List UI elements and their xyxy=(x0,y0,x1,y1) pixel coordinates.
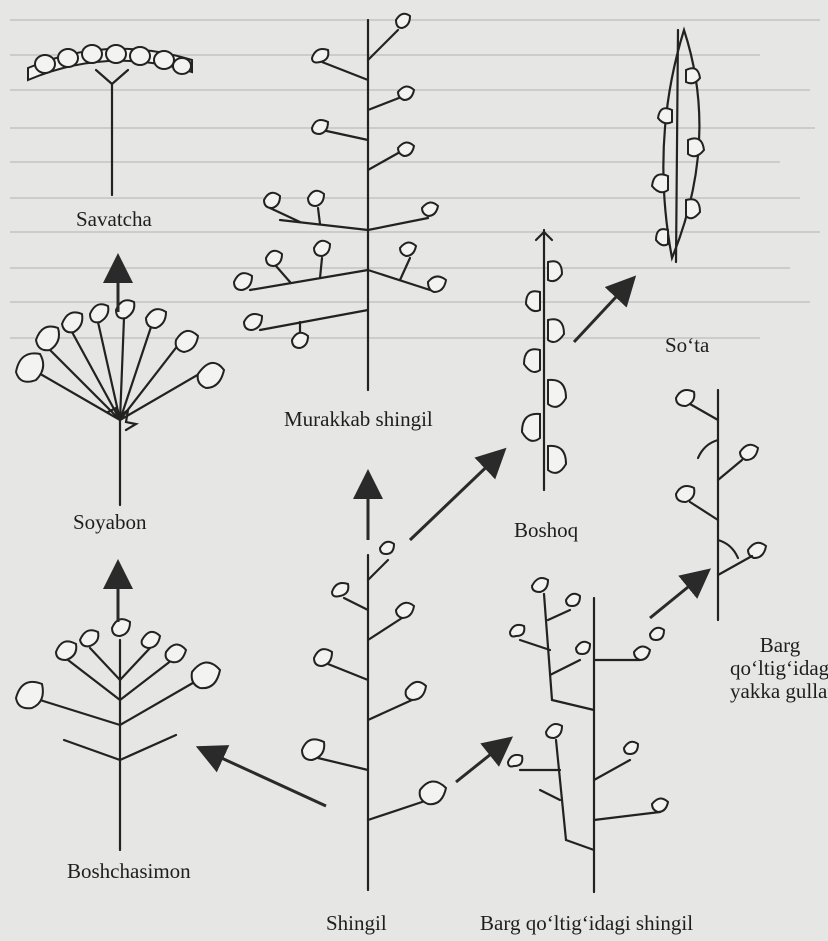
label-barg-yakka-gullar: Barg qo‘ltig‘idagi yakka gullar xyxy=(730,634,828,703)
murakkab-shingil-drawing xyxy=(234,14,446,390)
arrow-shingil-to-boshoq xyxy=(410,454,500,540)
arrow-barg-shingil-to-yakka xyxy=(650,574,704,618)
arrow-shingil-to-barg-shingil xyxy=(456,742,506,782)
boshoq-drawing xyxy=(522,230,566,490)
background-bleed-through xyxy=(10,20,820,338)
savatcha-drawing xyxy=(28,45,192,195)
label-savatcha: Savatcha xyxy=(76,208,152,231)
label-soyabon: Soyabon xyxy=(73,511,147,534)
boshchasimon-drawing xyxy=(16,619,220,850)
connector-arrows xyxy=(118,262,704,806)
label-boshchasimon: Boshchasimon xyxy=(67,860,191,883)
label-barg-yakka-line2: qo‘ltig‘idagi xyxy=(730,657,828,680)
label-murakkab-shingil: Murakkab shingil xyxy=(284,408,433,431)
label-barg-yakka-line1: Barg xyxy=(730,634,828,657)
sota-drawing xyxy=(652,30,704,262)
label-boshoq: Boshoq xyxy=(514,519,578,542)
label-sota: So‘ta xyxy=(665,334,709,357)
shingil-drawing xyxy=(302,542,446,890)
label-barg-qoltigidagi-shingil: Barg qo‘ltig‘idagi shingil xyxy=(480,912,693,935)
label-shingil: Shingil xyxy=(326,912,387,935)
label-barg-yakka-line3: yakka gullar xyxy=(730,680,828,703)
arrow-boshoq-to-sota xyxy=(574,282,630,342)
barg-shingil-drawing xyxy=(508,578,668,892)
soyabon-drawing xyxy=(16,300,224,505)
